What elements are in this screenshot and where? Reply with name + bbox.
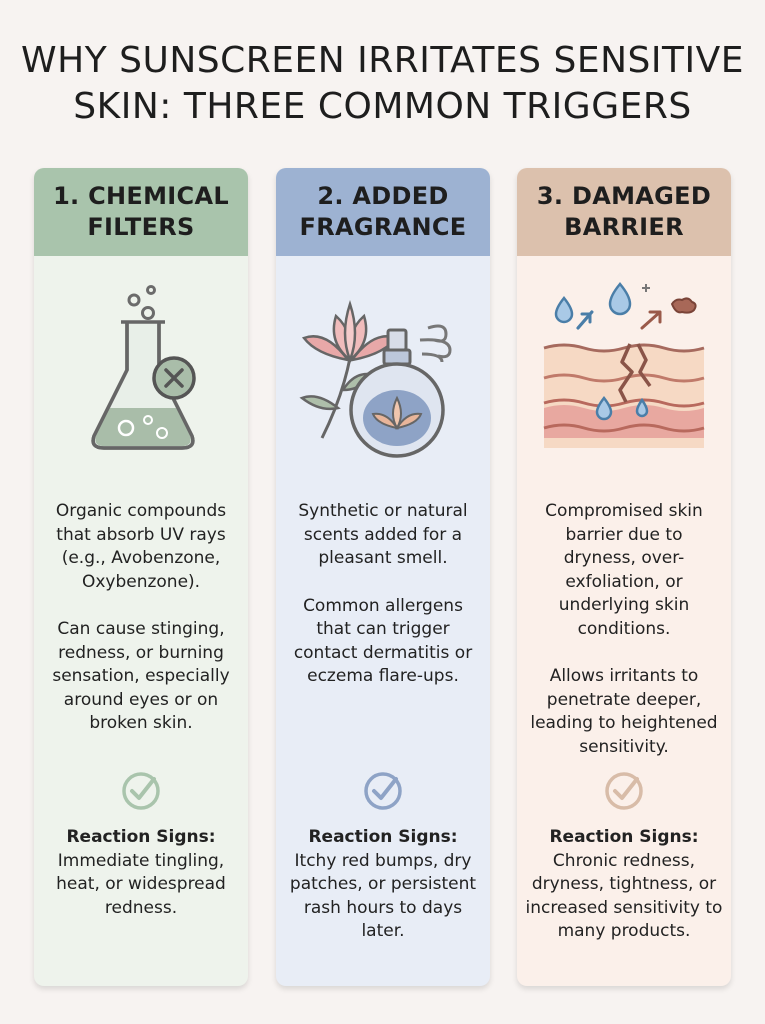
lotus-perfume-icon [276, 278, 490, 468]
cracked-skin-icon [517, 278, 731, 468]
reaction-signs: Reaction Signs: Chronic redness, dryness… [525, 826, 723, 944]
description-paragraph-2: Common allergens that can trigger contac… [293, 595, 473, 687]
description-paragraph-1: Compromised skin barrier due to dryness,… [545, 501, 703, 639]
card-heading-line-2: BARRIER [564, 213, 684, 241]
reaction-signs-label: Reaction Signs: [549, 827, 699, 847]
card-chemical-filters: 1. CHEMICAL FILTERS Organic compounds th… [34, 168, 248, 986]
description-paragraph-2: Allows irritants to penetrate deeper, le… [530, 666, 718, 757]
card-description: Synthetic or natural scents added for a … [286, 500, 480, 713]
checkmark-icon [364, 772, 402, 810]
card-heading: 2. ADDED FRAGRANCE [276, 168, 490, 256]
reaction-signs-text: Immediate tingling, heat, or widespread … [56, 850, 226, 918]
card-added-fragrance: 2. ADDED FRAGRANCE Synthetic or natural … [276, 168, 490, 986]
description-paragraph-1: Organic compounds that absorb UV rays (e… [55, 501, 227, 592]
title-line-1: WHY SUNSCREEN IRRITATES SENSITIVE [21, 40, 744, 81]
checkmark-icon [122, 772, 160, 810]
card-heading: 1. CHEMICAL FILTERS [34, 168, 248, 256]
card-description: Organic compounds that absorb UV rays (e… [44, 500, 238, 760]
card-heading: 3. DAMAGED BARRIER [517, 168, 731, 256]
card-description: Compromised skin barrier due to dryness,… [527, 500, 721, 783]
checkmark-icon [605, 772, 643, 810]
reaction-signs-text: Itchy red bumps, dry patches, or persist… [289, 850, 477, 942]
flask-x-icon [34, 278, 248, 468]
card-heading-line-2: FILTERS [87, 213, 195, 241]
reaction-signs: Reaction Signs: Immediate tingling, heat… [42, 826, 240, 920]
title-line-2: SKIN: THREE COMMON TRIGGERS [73, 86, 692, 127]
card-heading-line-1: 3. DAMAGED [536, 182, 712, 210]
description-paragraph-2: Can cause stinging, redness, or burning … [52, 619, 230, 733]
card-damaged-barrier: 3. DAMAGED BARRIER Compromised skin barr… [517, 168, 731, 986]
card-heading-line-1: 2. ADDED [317, 182, 449, 210]
card-heading-line-1: 1. CHEMICAL [53, 182, 229, 210]
reaction-signs-label: Reaction Signs: [308, 827, 458, 847]
reaction-signs: Reaction Signs: Itchy red bumps, dry pat… [284, 826, 482, 944]
reaction-signs-label: Reaction Signs: [66, 827, 216, 847]
reaction-signs-text: Chronic redness, dryness, tightness, or … [525, 850, 723, 942]
description-paragraph-1: Synthetic or natural scents added for a … [298, 501, 468, 568]
card-heading-line-2: FRAGRANCE [299, 213, 467, 241]
page-title: WHY SUNSCREEN IRRITATES SENSITIVE SKIN: … [0, 38, 765, 130]
